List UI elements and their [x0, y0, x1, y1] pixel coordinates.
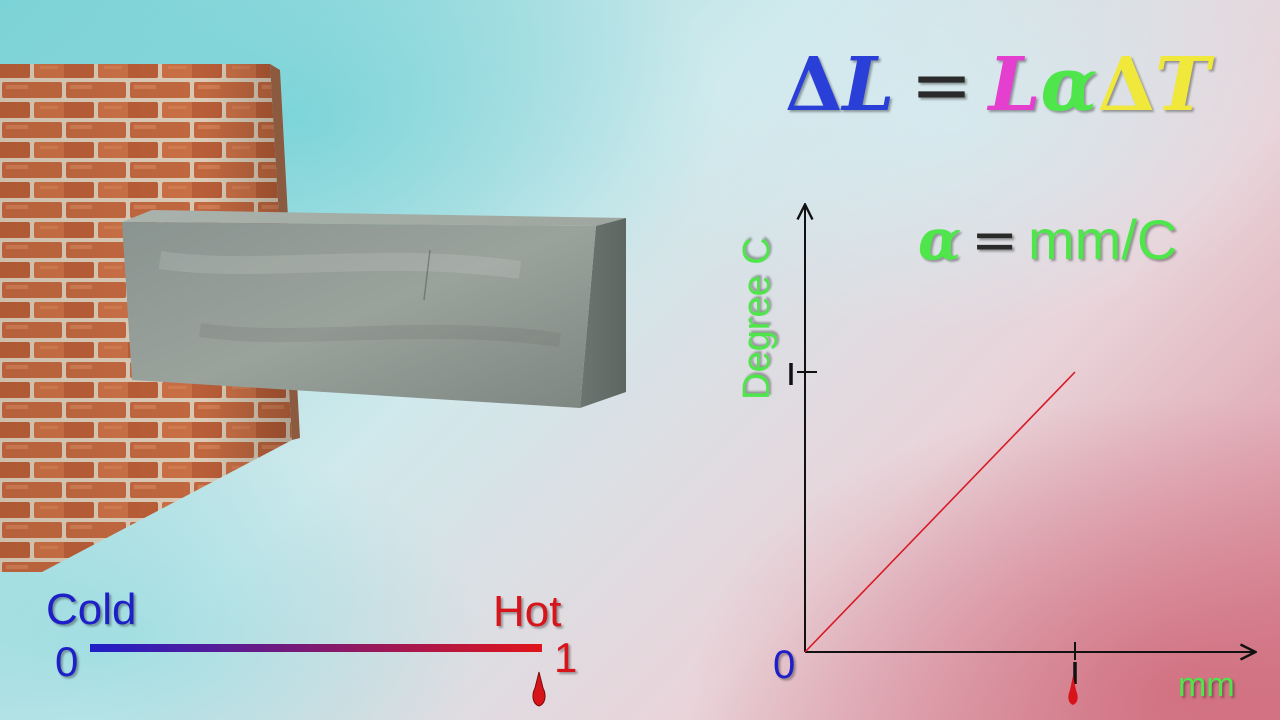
scale-min-label: 0 — [55, 638, 79, 685]
formula-delta-symbol-2: Δ — [1097, 42, 1155, 128]
cold-label: Cold — [46, 585, 137, 634]
formula-alpha: α — [1040, 42, 1098, 128]
temperature-pointer — [532, 671, 546, 707]
thermal-expansion-formula: ΔL=LαΔT — [785, 48, 1210, 122]
x-tick-pointer-0 — [1068, 676, 1078, 705]
chart-origin-label: 0 — [773, 643, 796, 687]
hot-label: Hot — [493, 587, 562, 636]
formula-temperature: T — [1154, 42, 1210, 128]
concrete-beam — [122, 210, 626, 408]
formula-delta-l: ΔL — [785, 42, 894, 128]
formula-length: L — [988, 42, 1041, 128]
temperature-scale — [90, 644, 546, 707]
series-line-0 — [804, 371, 1076, 653]
formula-equals: = — [910, 42, 973, 128]
formula-delta-symbol: Δ — [785, 42, 843, 128]
temperature-gradient-bar — [90, 644, 542, 652]
alpha-symbol: α — [918, 207, 962, 273]
scale-max-label: 1 — [554, 634, 578, 681]
y-axis-label: Degree C — [736, 237, 778, 400]
x-axis-label: mm — [1178, 666, 1235, 704]
formula-delta-t: ΔT — [1097, 42, 1210, 128]
alpha-definition: α=mm/C — [918, 212, 1177, 269]
alpha-units: mm/C — [1028, 208, 1178, 271]
formula-length-change: L — [842, 42, 895, 128]
alpha-equals: = — [971, 208, 1019, 273]
